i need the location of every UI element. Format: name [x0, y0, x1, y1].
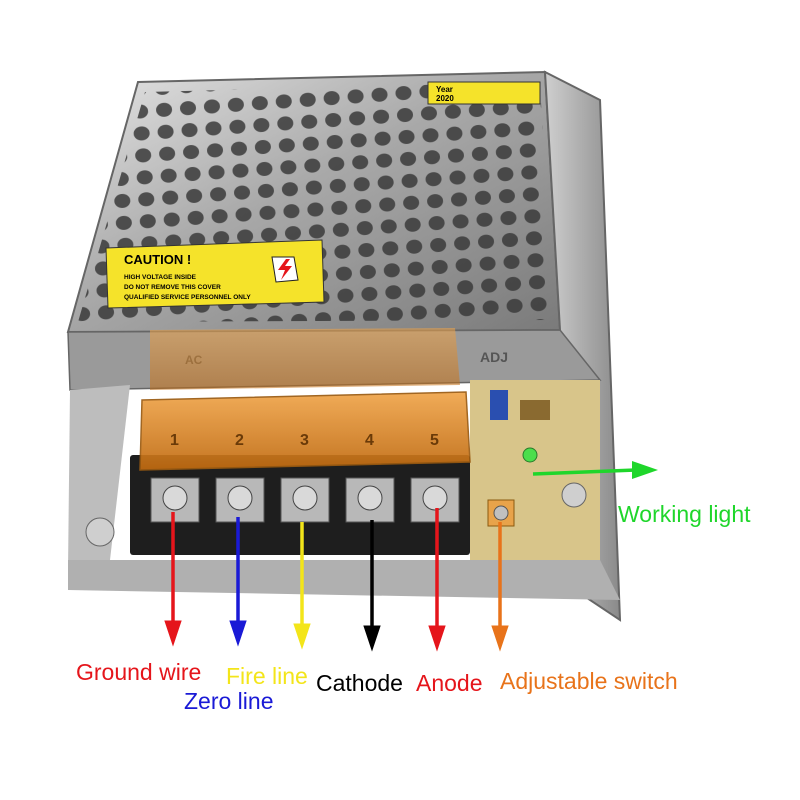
date-sticker-header: Year: [436, 85, 453, 94]
date-sticker-year: 2020: [436, 94, 454, 103]
screw-head-icon: [292, 485, 318, 511]
anode-label: Anode: [416, 670, 483, 696]
caution-line-3: QUALIFIED SERVICE PERSONNEL ONLY: [124, 294, 251, 301]
adjust-screw-icon: [493, 505, 509, 521]
screw-head-icon: [162, 485, 188, 511]
screw-head-icon: [357, 485, 383, 511]
cathode-label: Cathode: [316, 670, 403, 696]
terminal-number: 5: [430, 432, 439, 449]
working-light-label: Working light: [618, 501, 751, 527]
zero-line-arrow: [229, 517, 247, 647]
terminal-number: 1: [170, 432, 179, 449]
working-light-arrow: [532, 461, 658, 479]
circuit-board: ADJ AC: [85, 349, 600, 560]
screw-head-icon: [422, 485, 448, 511]
terminal-number: 3: [300, 432, 309, 449]
mounting-screw-left: [85, 517, 115, 547]
zero-line-label: Zero line: [184, 688, 274, 714]
cathode-arrow: [363, 520, 381, 652]
ground-wire-arrow: [164, 512, 182, 647]
terminal-block: [130, 455, 470, 555]
date-sticker: Year 2020: [427, 81, 541, 105]
adjustable-switch-arrow: [491, 522, 509, 652]
adj-mark: ADJ: [480, 349, 508, 365]
terminal-number: 4: [365, 432, 374, 449]
screw-head-icon: [227, 485, 253, 511]
caution-line-1: HIGH VOLTAGE INSIDE: [124, 274, 197, 281]
caution-line-2: DO NOT REMOVE THIS COVER: [124, 284, 221, 291]
indicator-led: [522, 447, 538, 463]
anode-arrow: [428, 508, 446, 652]
fire-line-label: Fire line: [226, 663, 308, 689]
high-voltage-icon: [278, 259, 292, 280]
adjustable-switch-label: Adjustable switch: [500, 668, 678, 694]
terminal-cover: 1 2 3 4 5: [139, 391, 471, 471]
terminal-number: 2: [235, 432, 244, 449]
ground-wire-label: Ground wire: [76, 659, 202, 685]
fire-line-arrow: [293, 522, 311, 650]
caution-sticker: CAUTION ! HIGH VOLTAGE INSIDE DO NOT REM…: [105, 239, 325, 309]
caution-title: CAUTION !: [124, 252, 191, 267]
wire-arrows: [164, 461, 658, 652]
rear-terminal-cover: [150, 328, 460, 390]
mounting-screw: [561, 482, 587, 508]
